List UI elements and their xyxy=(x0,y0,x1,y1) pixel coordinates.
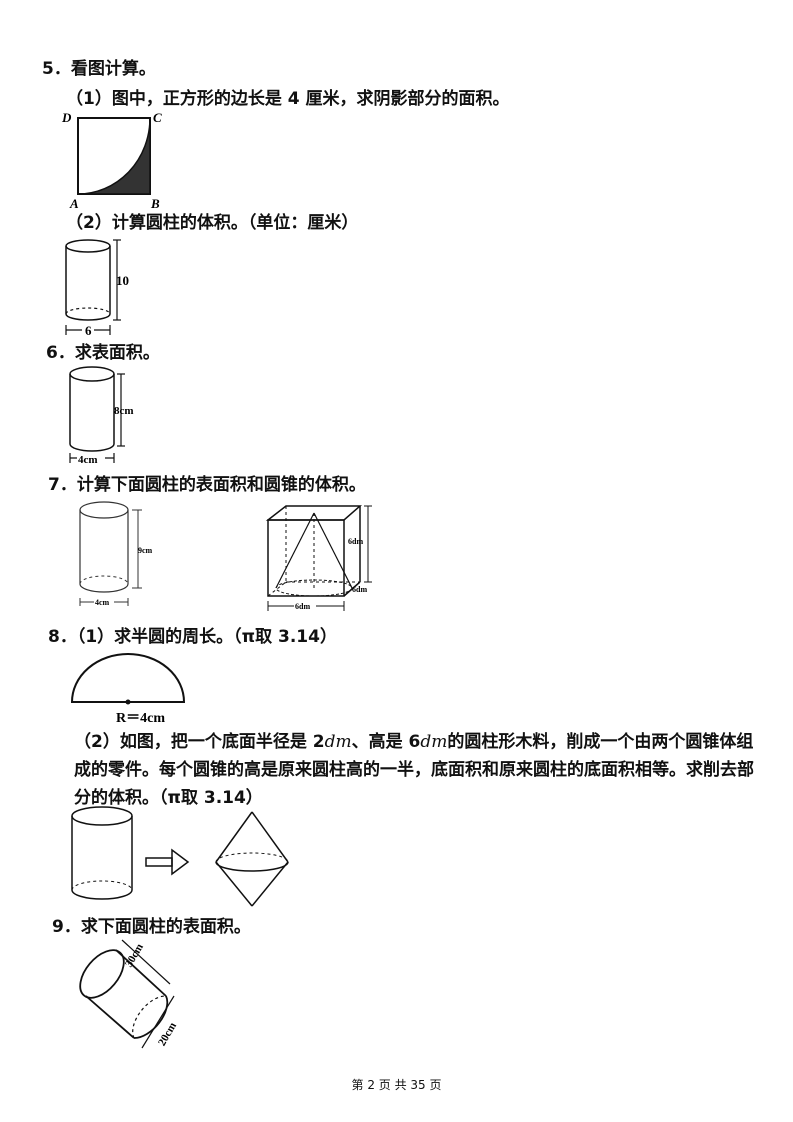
q5-title: 5．看图计算。 xyxy=(42,59,156,79)
diameter-label: 20cm xyxy=(156,1020,179,1048)
q6-title: 6．求表面积。 xyxy=(46,343,160,363)
length-label: 30cm xyxy=(123,942,146,970)
page-footer: 第 2 页 共 35 页 xyxy=(351,1078,442,1092)
depth-label: 6dm xyxy=(352,585,367,594)
height-label: 6dm xyxy=(348,537,363,546)
square-quarter-circle-figure: D C A B xyxy=(61,110,162,211)
tilted-cylinder-figure: 30cm 20cm xyxy=(79,939,179,1049)
cylinder-9cm-figure: 9cm 4cm xyxy=(79,501,153,607)
cylinder-surface-figure: 8cm 4cm xyxy=(69,366,134,466)
q9-title: 9．求下面圆柱的表面积。 xyxy=(52,917,251,937)
q8-sub2-text: （2）如图，把一个底面半径是 2dm、高是 6dm的圆柱形木料，削成一个由两个圆… xyxy=(74,732,754,808)
q8-title: 8．（1）求半圆的周长。（π取 3.14） xyxy=(48,627,337,647)
q5-sub2: （2）计算圆柱的体积。（单位：厘米） xyxy=(66,213,359,233)
cylinder-to-double-cone-figure xyxy=(71,806,289,907)
height-label: 9cm xyxy=(138,546,153,555)
label-C: C xyxy=(153,110,162,125)
cone-in-cube-figure: 6dm 6dm 6dm xyxy=(265,505,372,611)
radius-label: R＝4cm xyxy=(116,711,165,726)
cylinder-volume-figure: 10 6 xyxy=(65,239,129,338)
width-label: 4cm xyxy=(78,454,98,466)
label-B: B xyxy=(150,196,160,211)
q7-title: 7．计算下面圆柱的表面积和圆锥的体积。 xyxy=(48,475,366,495)
label-D: D xyxy=(61,110,72,125)
width-label: 4cm xyxy=(95,598,110,607)
height-label: 8cm xyxy=(114,405,134,417)
q5-sub1: （1）图中，正方形的边长是 4 厘米，求阴影部分的面积。 xyxy=(66,89,510,109)
label-A: A xyxy=(69,196,79,211)
height-label: 10 xyxy=(116,273,129,288)
width-label: 6 xyxy=(85,323,92,338)
width-label: 6dm xyxy=(295,602,310,611)
semicircle-figure: R＝4cm xyxy=(70,653,186,726)
